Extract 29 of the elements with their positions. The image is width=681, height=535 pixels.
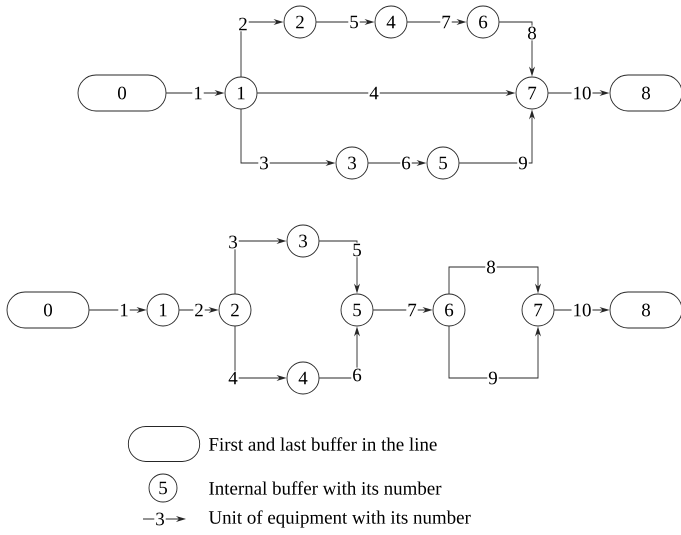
terminal-buffer: 8	[610, 292, 681, 328]
arrow	[448, 266, 542, 294]
legend-text: Internal buffer with its number	[209, 481, 442, 495]
edge-label: 7	[406, 302, 418, 318]
edge-label: 10	[572, 86, 592, 100]
legend-text: First and last buffer in the line	[209, 437, 437, 451]
terminal-buffer: 0	[6, 292, 90, 328]
edge-label: 10	[572, 302, 592, 318]
edge-label: 9	[517, 156, 529, 170]
edge-label: 8	[526, 26, 538, 40]
edge-label: 3	[258, 156, 270, 170]
terminal-buffer: 8	[610, 74, 681, 112]
edge-label: 2	[193, 302, 205, 318]
edge-label: 4	[368, 86, 380, 100]
edge-label: 7	[440, 14, 452, 30]
unit-label: 3	[154, 512, 166, 526]
terminal-buffer: 0	[78, 74, 166, 112]
edge-label: 9	[487, 370, 499, 386]
legend-text: Unit of equipment with its number	[208, 510, 471, 528]
edge-label: 5	[348, 14, 360, 30]
edge-label: 5	[351, 242, 363, 258]
edge-label: 1	[118, 302, 130, 318]
edge-label: 6	[351, 368, 363, 382]
edge-label: 6	[400, 156, 412, 170]
edge-label: 2	[237, 16, 249, 32]
edge-label: 4	[227, 370, 239, 386]
edge-label: 3	[227, 234, 239, 250]
edge-label: 8	[485, 260, 497, 274]
edge-label: 1	[192, 86, 204, 100]
